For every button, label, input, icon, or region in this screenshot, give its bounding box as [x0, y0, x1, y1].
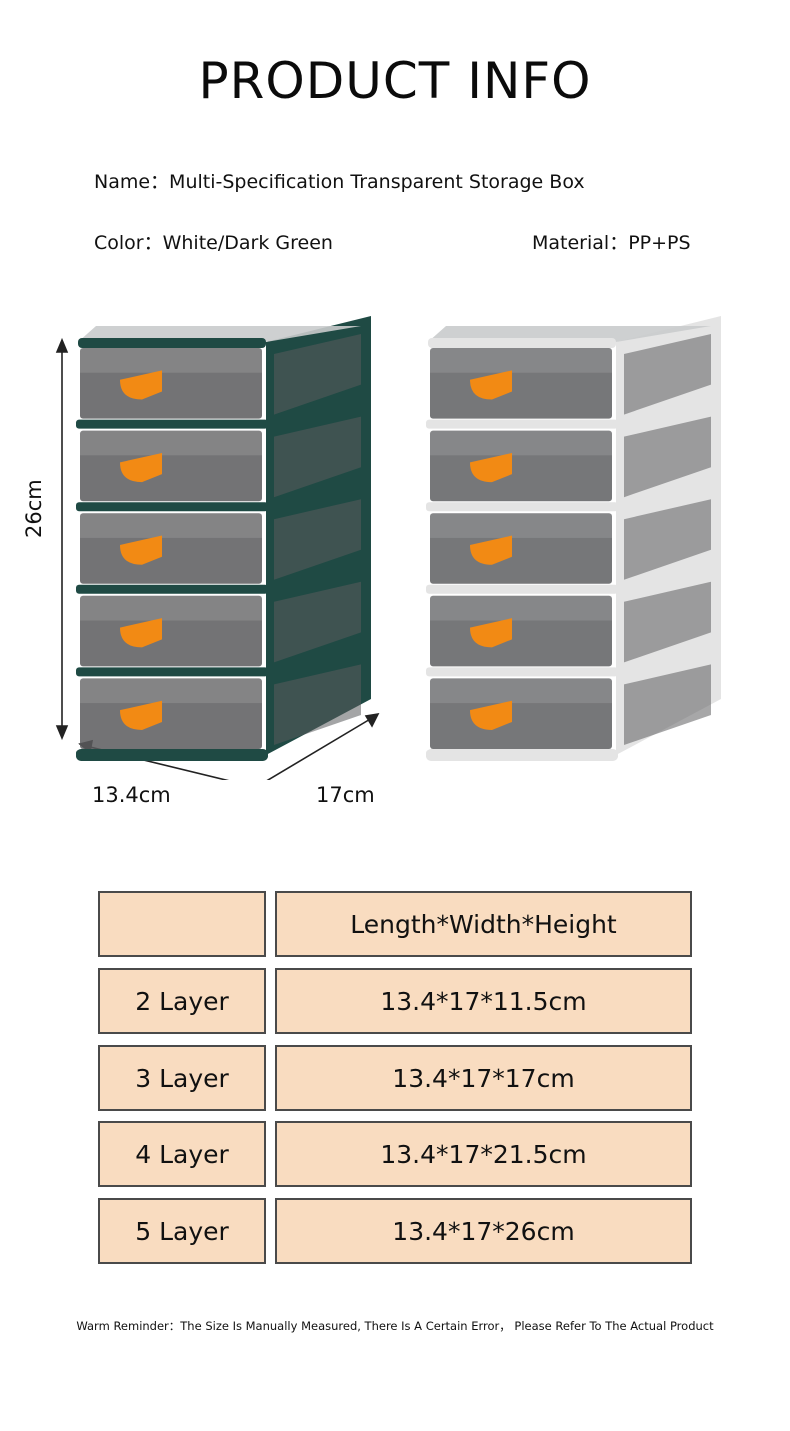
drawer-highlight	[80, 678, 262, 704]
storage-box-dark-green	[76, 316, 371, 761]
drawer-front	[80, 348, 262, 419]
shelf-rail	[426, 419, 618, 429]
side-window	[274, 581, 361, 663]
drawer-handle	[120, 452, 162, 483]
base	[426, 749, 618, 761]
drawer-highlight	[80, 595, 262, 621]
depth-dimension-label: 17cm	[316, 783, 375, 807]
drawer-front	[80, 678, 262, 749]
side-window	[274, 499, 361, 580]
shelf-rail	[426, 584, 618, 594]
shelf-rail	[76, 584, 268, 594]
product-color: Color：White/Dark Green	[94, 232, 333, 254]
side-window	[624, 499, 711, 580]
drawer-handle	[120, 700, 162, 730]
drawer-handle	[470, 700, 512, 730]
side-window	[624, 334, 711, 415]
drawer-front	[80, 595, 262, 667]
shelf-rail	[76, 419, 268, 429]
width-dimension-label: 13.4cm	[92, 783, 171, 807]
table-row-value: 13.4*17*11.5cm	[275, 968, 692, 1034]
table-header-dimensions: Length*Width*Height	[275, 891, 692, 957]
top-rim	[428, 338, 616, 348]
drawer-handle	[120, 535, 162, 565]
shelf-rail	[426, 667, 618, 677]
table-row-label: 4 Layer	[98, 1121, 266, 1187]
drawer-highlight	[430, 513, 612, 538]
top-rim	[78, 338, 266, 348]
page-title: PRODUCT INFO	[198, 52, 592, 110]
drawer-handle	[470, 370, 512, 400]
drawer-highlight	[430, 430, 612, 456]
drawer-front	[430, 678, 612, 749]
drawer-highlight	[80, 430, 262, 456]
side-window	[274, 334, 361, 415]
side-window	[274, 664, 361, 745]
table-row-label: 2 Layer	[98, 968, 266, 1034]
drawer-highlight	[80, 513, 262, 538]
warm-reminder: Warm Reminder：The Size Is Manually Measu…	[76, 1319, 714, 1333]
shelf-rail	[76, 667, 268, 677]
drawer-highlight	[430, 348, 612, 373]
side-window	[624, 664, 711, 745]
product-material: Material：PP+PS	[532, 232, 691, 254]
table-row-value: 13.4*17*21.5cm	[275, 1121, 692, 1187]
table-header-corner	[98, 891, 266, 957]
drawer-highlight	[430, 678, 612, 704]
drawer-front	[430, 595, 612, 667]
table-row-label: 5 Layer	[98, 1198, 266, 1264]
drawer-front	[430, 513, 612, 584]
product-name: Name：Multi-Specification Transparent Sto…	[94, 171, 585, 193]
product-illustration	[55, 316, 721, 780]
drawer-highlight	[430, 595, 612, 621]
drawer-handle	[120, 618, 162, 648]
drawer-handle	[470, 618, 512, 648]
drawer-handle	[470, 535, 512, 565]
drawer-front	[430, 430, 612, 502]
table-row-value: 13.4*17*26cm	[275, 1198, 692, 1264]
side-window	[624, 581, 711, 663]
drawer-handle	[120, 370, 162, 400]
table-row-label: 3 Layer	[98, 1045, 266, 1111]
drawer-front	[430, 348, 612, 419]
side-window	[274, 416, 361, 498]
side-window	[624, 416, 711, 498]
table-row-value: 13.4*17*17cm	[275, 1045, 692, 1111]
drawer-handle	[470, 452, 512, 483]
base	[76, 749, 268, 761]
height-dimension-label: 26cm	[22, 479, 46, 538]
shelf-rail	[426, 502, 618, 512]
drawer-front	[80, 513, 262, 584]
storage-box-white	[426, 316, 721, 761]
drawer-front	[80, 430, 262, 502]
shelf-rail	[76, 502, 268, 512]
drawer-highlight	[80, 348, 262, 373]
